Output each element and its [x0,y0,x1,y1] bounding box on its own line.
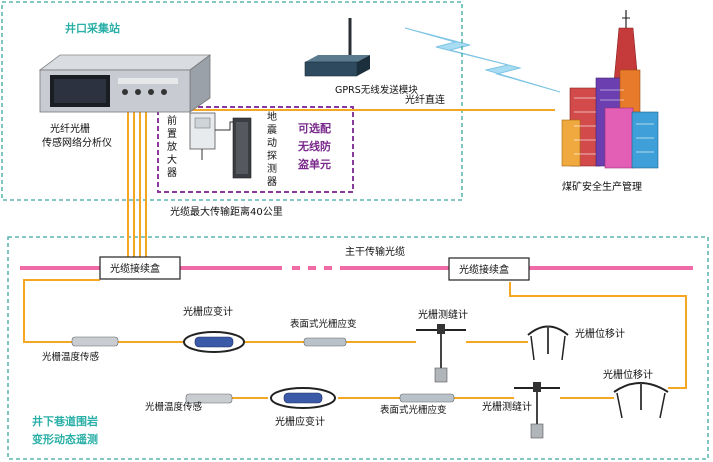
crack-meter-lower [514,382,560,439]
seismic-label: 地 震 动 探 测 器 [267,110,277,188]
seismic-detector [232,117,252,179]
fiber-direct-label: 光纤直连 [405,93,445,106]
svg-text:器: 器 [267,176,277,188]
displacement-meter-lower [613,382,669,419]
splice-box-left [99,256,181,280]
bottom-zone-border [7,236,709,460]
gprs-label: GPRS无线发送模块 [335,84,418,96]
preamp-device [189,112,240,160]
trunk-cable-label: 主干传输光缆 [345,245,405,258]
svg-text:动: 动 [267,137,277,149]
mine-management-building-icon [561,10,659,169]
splice-box-left-label: 光缆接续盒 [110,262,160,275]
wireless-lightning-icon [404,27,561,93]
surface-strain-lower [399,393,455,403]
strain-gauge-upper [183,331,245,353]
max-distance-label: 光缆最大传输距离40公里 [170,205,283,218]
bottom-zone-title-line2: 变形动态遥测 [32,432,98,446]
displacement-meter-upper [527,325,569,361]
surface-strain-upper [303,337,347,347]
gprs-module [304,18,370,77]
analyzer-label-line2: 传感网络分析仪 [42,136,112,149]
svg-text:放: 放 [167,140,177,153]
temperature-sensor-lower [185,393,233,404]
optional-unit-line2: 无线防 [297,139,331,153]
surface-strain-lower-label: 表面式光栅应变 [380,404,447,416]
strain-gauge-upper-label: 光栅应变计 [183,305,233,318]
bottom-zone-title-line1: 井下巷道围岩 [32,414,98,428]
temperature-sensor-lower-label: 光栅温度传感 [145,401,203,413]
surface-strain-upper-label: 表面式光栅应变 [290,318,357,330]
displacement-meter-lower-label: 光栅位移计 [603,368,653,381]
svg-text:器: 器 [167,167,177,179]
splice-box-right-label: 光缆接续盒 [459,263,509,276]
strain-gauge-lower [270,387,336,409]
svg-text:前: 前 [167,114,177,127]
svg-text:震: 震 [267,124,277,136]
svg-text:探: 探 [267,149,277,162]
optional-unit-border [157,106,354,193]
displacement-meter-upper-label: 光栅位移计 [575,327,625,340]
svg-text:大: 大 [167,153,177,166]
temperature-sensor-upper-label: 光栅温度传感 [42,351,100,363]
optional-unit-line1: 可选配 [298,121,331,135]
preamp-label: 前 置 放 大 器 [167,114,177,179]
crack-meter-upper [416,324,466,383]
temperature-sensor-upper [71,336,119,347]
crack-meter-upper-label: 光栅测缝计 [418,308,468,321]
splice-box-right [448,257,530,281]
crack-meter-lower-label: 光栅测缝计 [482,400,532,413]
svg-text:置: 置 [167,128,177,140]
fiber-grating-analyzer [38,54,212,113]
strain-gauge-lower-label: 光栅应变计 [275,415,325,428]
svg-text:地: 地 [267,110,277,123]
mine-management-label: 煤矿安全生产管理 [562,180,642,193]
analyzer-label-line1: 光纤光栅 [50,122,90,135]
optional-unit-line3: 盗单元 [298,157,331,171]
fiber-lines [23,100,687,399]
svg-text:测: 测 [267,162,277,175]
top-zone-title: 井口采集站 [65,21,120,35]
